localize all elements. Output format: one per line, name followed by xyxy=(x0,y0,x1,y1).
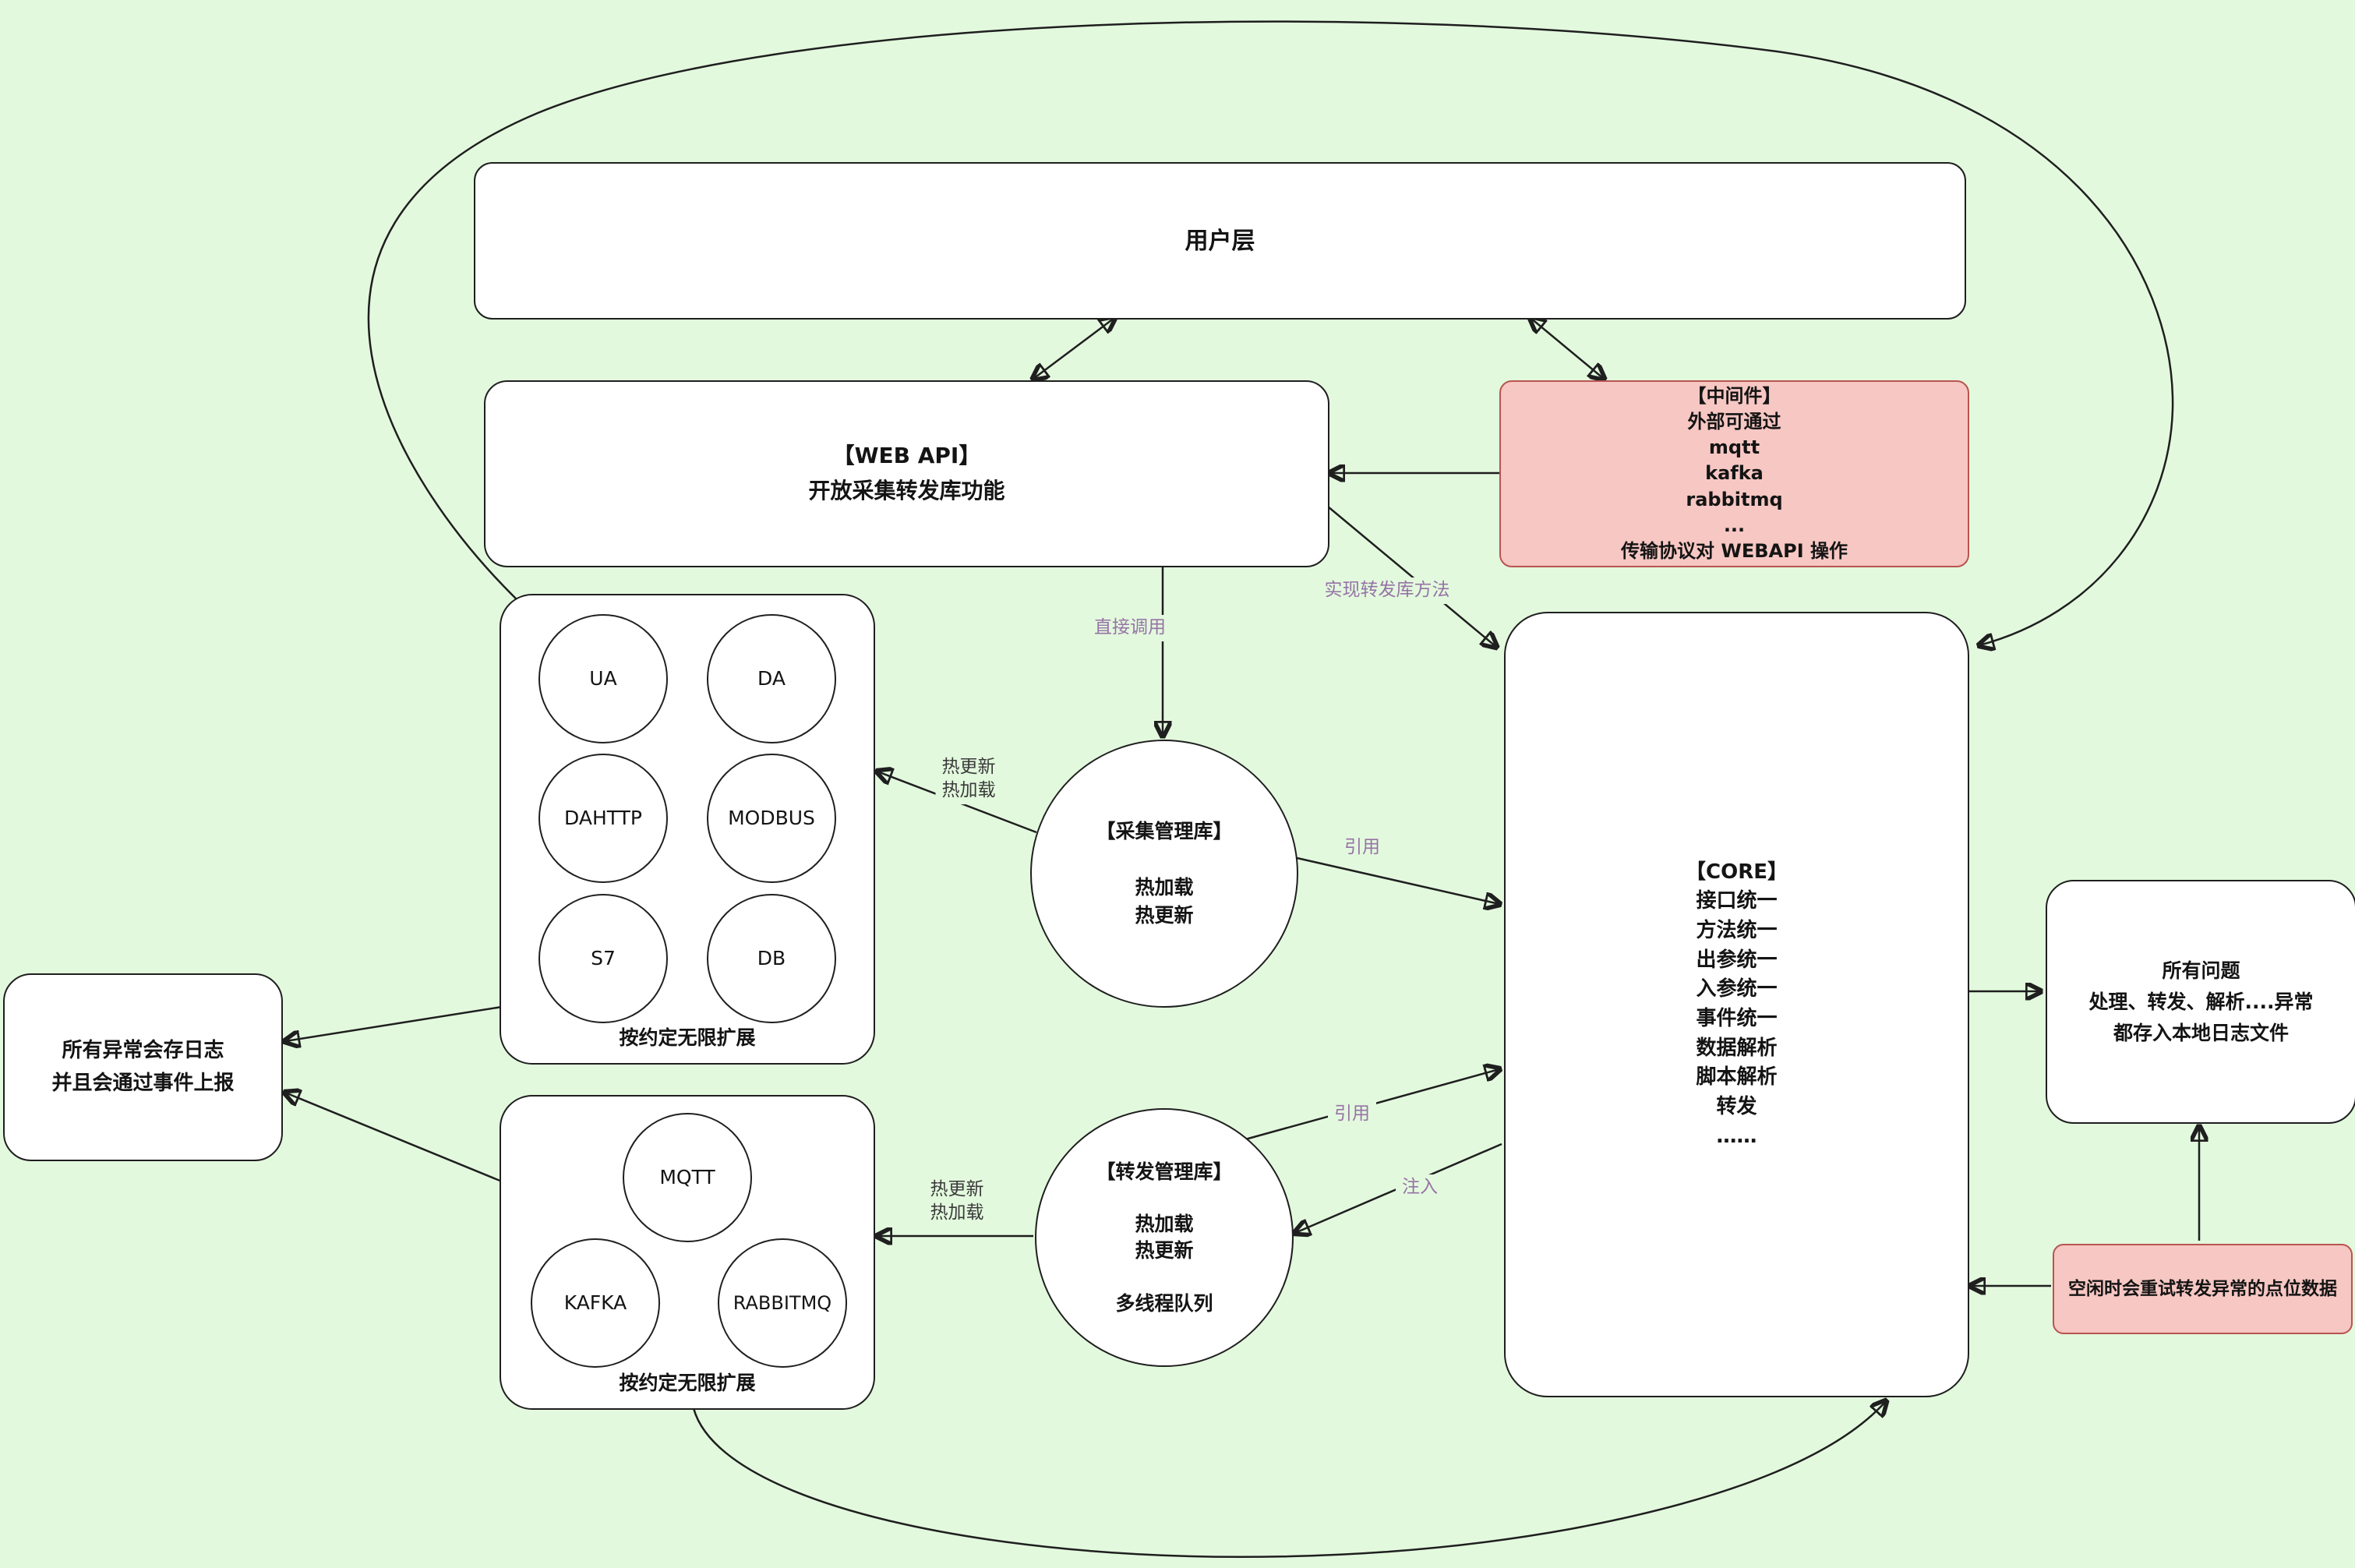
web-api-node: 【WEB API】 开放采集转发库功能 xyxy=(484,380,1329,567)
edge-collectmanager-core xyxy=(1293,856,1499,904)
edge-webapi-core-implement xyxy=(1327,506,1496,647)
plugin-dahttp: DAHTTP xyxy=(538,754,668,883)
core-node: 【CORE】 接口统一 方法统一 出参统一 入参统一 事件统一 数据解析 脚本解… xyxy=(1504,612,1969,1397)
retry-node: 空闲时会重试转发异常的点位数据 xyxy=(2053,1244,2353,1334)
plugin-rabbitmq: RABBITMQ xyxy=(718,1238,847,1368)
edge-label-reference-collect: 引用 xyxy=(1338,835,1386,861)
collect-plugins-group: UA DA DAHTTP MODBUS S7 DB 按约定无限扩展 xyxy=(500,594,875,1065)
plugin-db: DB xyxy=(707,894,836,1023)
plugin-modbus: MODBUS xyxy=(707,754,836,883)
edge-label-reference-forward: 引用 xyxy=(1328,1101,1376,1128)
plugin-da: DA xyxy=(707,614,836,743)
forward-manager-node: 【转发管理库】 热加载 热更新 多线程队列 xyxy=(1035,1108,1294,1367)
issues-node: 所有问题 处理、转发、解析....异常 都存入本地日志文件 xyxy=(2046,880,2355,1124)
middleware-node: 【中间件】 外部可通过 mqtt kafka rabbitmq ... 传输协议… xyxy=(1499,380,1969,567)
edge-label-hot-update-forward: 热更新 热加载 xyxy=(923,1177,990,1227)
edge-label-inject: 注入 xyxy=(1396,1174,1444,1201)
edge-collectplugins-core-outer-curve xyxy=(367,20,2174,645)
edge-collectplugins-errorslog xyxy=(285,1005,503,1041)
plugin-mqtt: MQTT xyxy=(623,1113,752,1242)
edge-forwardplugins-errorslog xyxy=(285,1093,503,1183)
collect-manager-node: 【采集管理库】 热加载 热更新 xyxy=(1030,740,1298,1008)
edge-forwardplugins-core-bottom-curve xyxy=(692,1401,1886,1558)
forward-plugins-group: MQTT KAFKA RABBITMQ 按约定无限扩展 xyxy=(500,1095,875,1410)
errors-log-node: 所有异常会存日志 并且会通过事件上报 xyxy=(3,973,283,1161)
edge-userlayer-webapi xyxy=(1033,318,1114,379)
edge-userlayer-middleware xyxy=(1531,318,1604,379)
edge-label-direct-call: 直接调用 xyxy=(1088,615,1172,641)
user-layer-node: 用户层 xyxy=(474,162,1966,320)
forward-plugins-caption: 按约定无限扩展 xyxy=(619,1371,756,1394)
edge-label-implement-forward: 实现转发库方法 xyxy=(1318,577,1456,604)
plugin-kafka: KAFKA xyxy=(531,1238,660,1368)
collect-plugins-caption: 按约定无限扩展 xyxy=(619,1026,756,1049)
edge-label-hot-update-collect: 热更新 热加载 xyxy=(935,754,1002,804)
plugin-ua: UA xyxy=(538,614,668,743)
plugin-s7: S7 xyxy=(538,894,668,1023)
